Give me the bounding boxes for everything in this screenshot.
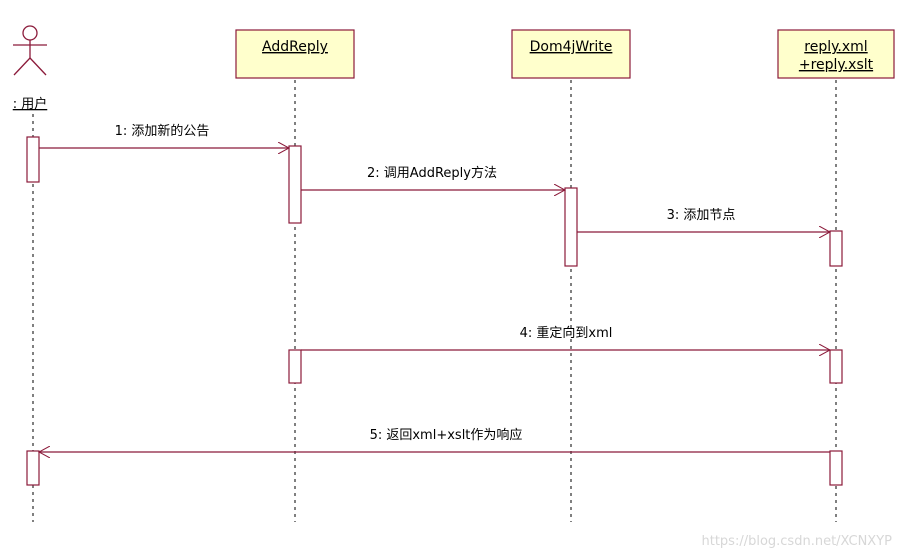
activation-addreply-2 [288, 349, 302, 384]
message-label-3: 3: 添加节点 [667, 208, 736, 223]
actor-label: : 用户 [13, 96, 48, 112]
actor-user: : 用户 [13, 25, 48, 112]
activation-dom4jwrite-1 [564, 187, 578, 267]
activation-user-2 [26, 450, 40, 486]
activations [26, 136, 843, 486]
message-label-4: 4: 重定向到xml [520, 325, 613, 341]
object-reply-xml-label-line1: reply.xml [804, 39, 867, 55]
watermark-text: https://blog.csdn.net/XCNXYP [701, 534, 892, 549]
object-addreply-label: AddReply [262, 39, 328, 55]
object-reply-xml-label-line2: +reply.xslt [799, 57, 874, 73]
object-dom4jwrite: Dom4jWrite [511, 29, 631, 79]
object-reply-xml: reply.xml +reply.xslt [777, 29, 895, 79]
activation-reply-xml-2 [829, 349, 843, 384]
lifelines [32, 80, 837, 522]
activation-user-1 [26, 136, 40, 183]
activation-reply-xml-1 [829, 230, 843, 267]
message-label-2: 2: 调用AddReply方法 [367, 165, 497, 181]
message-label-1: 1: 添加新的公告 [115, 123, 210, 139]
activation-addreply-1 [288, 145, 302, 224]
message-arrows [39, 148, 830, 452]
object-dom4jwrite-label: Dom4jWrite [530, 39, 613, 55]
stick-figure-icon [13, 25, 47, 76]
object-addreply: AddReply [235, 29, 355, 79]
activation-reply-xml-3 [829, 450, 843, 486]
message-label-5: 5: 返回xml+xslt作为响应 [370, 427, 523, 443]
